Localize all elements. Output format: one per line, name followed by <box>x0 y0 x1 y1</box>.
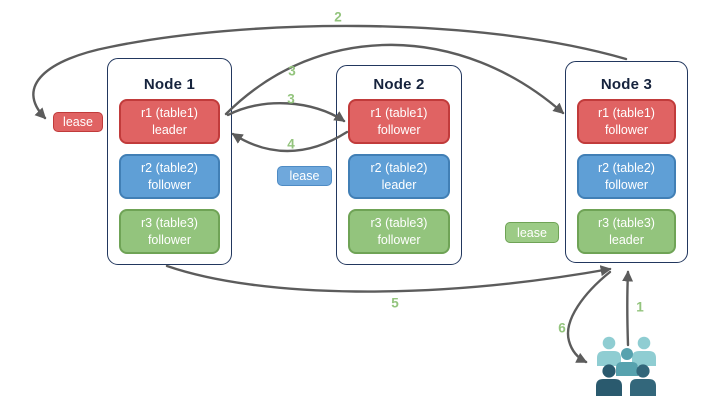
node-3-title: Node 3 <box>600 76 653 93</box>
node-1: Node 1 r1 (table1) leader r2 (table2) fo… <box>107 58 232 265</box>
replica-role: leader <box>381 177 417 192</box>
replica-role: leader <box>152 122 187 137</box>
node-1-title: Node 1 <box>143 76 196 93</box>
replica-name: r2 (table2) <box>141 161 198 176</box>
replica-name: r3 (table3) <box>370 216 428 231</box>
replica-name: r1 (table1) <box>370 106 428 121</box>
replica-role: follower <box>147 177 192 192</box>
node1-replica-r2: r2 (table2) follower <box>119 154 220 199</box>
lease-badge-r3: lease <box>505 222 559 243</box>
replica-role: follower <box>377 232 421 247</box>
step-label-1: 1 <box>636 299 644 315</box>
lease-badge-r2: lease <box>277 166 332 186</box>
replica-name: r3 (table3) <box>598 216 655 231</box>
replica-name: r2 (table2) <box>598 161 655 176</box>
arrow-step-6 <box>566 270 612 364</box>
node-2-title: Node 2 <box>373 76 425 93</box>
arrow-step-1 <box>622 270 634 347</box>
node-3: Node 3 r1 (table1) follower r2 (table2) … <box>565 61 688 263</box>
node1-replica-r3: r3 (table3) follower <box>119 209 220 254</box>
replica-role: follower <box>147 232 192 247</box>
node2-replica-r3: r3 (table3) follower <box>348 209 450 254</box>
step-label-3a: 3 <box>288 63 296 79</box>
node3-replica-r2: r2 (table2) follower <box>577 154 676 199</box>
node-2: Node 2 r1 (table1) follower r2 (table2) … <box>336 65 462 265</box>
replica-name: r1 (table1) <box>598 106 655 121</box>
step-label-2: 2 <box>334 9 342 25</box>
lease-badge-r1: lease <box>53 112 103 132</box>
users-icon <box>596 336 656 396</box>
node3-replica-r1: r1 (table1) follower <box>577 99 676 144</box>
node2-replica-r1: r1 (table1) follower <box>348 99 450 144</box>
step-label-4: 4 <box>287 136 295 152</box>
node1-replica-r1: r1 (table1) leader <box>119 99 220 144</box>
node2-replica-r2: r2 (table2) leader <box>348 154 450 199</box>
arrow-step-3-to-node2 <box>226 102 346 123</box>
step-label-6: 6 <box>558 320 566 336</box>
step-label-5: 5 <box>391 295 399 311</box>
replica-role: follower <box>604 122 649 137</box>
replica-name: r2 (table2) <box>370 161 428 176</box>
step-label-3b: 3 <box>287 91 295 107</box>
replica-name: r3 (table3) <box>141 216 198 231</box>
arrow-step-5 <box>165 264 612 293</box>
replica-role: leader <box>609 232 644 247</box>
node3-replica-r3: r3 (table3) leader <box>577 209 676 254</box>
replica-name: r1 (table1) <box>141 106 198 121</box>
replica-role: follower <box>377 122 421 137</box>
replica-role: follower <box>604 177 649 192</box>
